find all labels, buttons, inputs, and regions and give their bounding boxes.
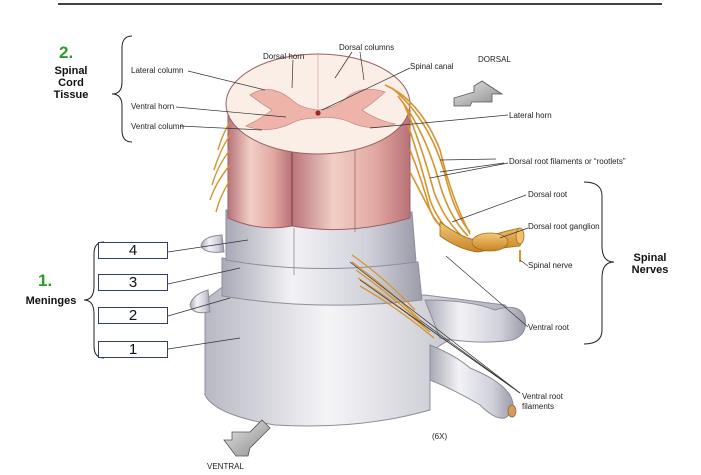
label-ventral-horn: Ventral horn bbox=[131, 102, 175, 111]
leader-lines bbox=[167, 51, 529, 394]
label-lateral-column: Lateral column bbox=[131, 66, 184, 75]
spinal-nerves-title: Spinal Nerves bbox=[622, 252, 678, 276]
meninges-layer-box[interactable]: 1 bbox=[98, 341, 168, 358]
spinal-cord-tissue-title-line: Tissue bbox=[53, 89, 89, 101]
spinal-cord-tissue-title: Spinal Cord Tissue bbox=[46, 65, 96, 101]
label-lateral-horn: Lateral horn bbox=[509, 111, 552, 120]
label-ventral-column: Ventral column bbox=[131, 122, 184, 131]
spinal-cord-tissue-title-line: Spinal bbox=[54, 65, 88, 77]
dorsal-arrow-icon bbox=[453, 80, 504, 107]
label-spinal-canal: Spinal canal bbox=[410, 62, 454, 71]
cord-cross-section bbox=[225, 53, 411, 155]
meninges-title: Meninges bbox=[25, 295, 77, 307]
ventral-arrow-icon bbox=[223, 419, 271, 457]
label-ventral-direction: VENTRAL bbox=[207, 462, 244, 471]
spinal-cord-tissue-number: 2. bbox=[59, 43, 74, 62]
ventral-rootlets bbox=[351, 254, 435, 339]
label-dorsal-root-filaments: Dorsal root filaments or “rootlets” bbox=[509, 157, 626, 166]
meninges-layer-box[interactable]: 3 bbox=[98, 274, 168, 291]
spinal-nerves-title-line: Nerves bbox=[631, 264, 669, 276]
spinal-cord-tissue-bracket bbox=[111, 35, 133, 143]
meninges-layer-box[interactable]: 2 bbox=[98, 307, 168, 324]
meninges-bracket bbox=[83, 241, 105, 359]
label-dorsal-horn: Dorsal horn bbox=[263, 52, 305, 61]
spinal-nerves-bracket bbox=[583, 181, 615, 345]
label-dorsal-columns: Dorsal columns bbox=[339, 43, 395, 52]
label-ventral-root-filaments-line: Ventral root bbox=[522, 392, 563, 401]
label-ventral-root: Ventral root bbox=[528, 323, 569, 332]
label-ventral-root-filaments-line: filaments bbox=[522, 402, 555, 411]
left-rootlets bbox=[209, 121, 231, 213]
meninges-number: 1. bbox=[38, 271, 53, 290]
meninges-layer-box[interactable]: 4 bbox=[98, 242, 168, 259]
spinal-cord-tissue-title-line: Cord bbox=[58, 77, 84, 89]
dura-mater bbox=[189, 234, 526, 427]
label-magnification: (6X) bbox=[432, 432, 448, 441]
spinal-nerves-title-line: Spinal bbox=[633, 252, 667, 264]
dorsal-root-ganglion bbox=[439, 221, 525, 253]
label-dorsal-root-ganglion: Dorsal root ganglion bbox=[528, 222, 600, 231]
label-dorsal-direction: DORSAL bbox=[478, 55, 511, 64]
label-ventral-root-filaments: Ventral root filaments bbox=[522, 392, 563, 412]
label-dorsal-root: Dorsal root bbox=[528, 190, 568, 199]
label-spinal-nerve: Spinal nerve bbox=[528, 261, 573, 270]
